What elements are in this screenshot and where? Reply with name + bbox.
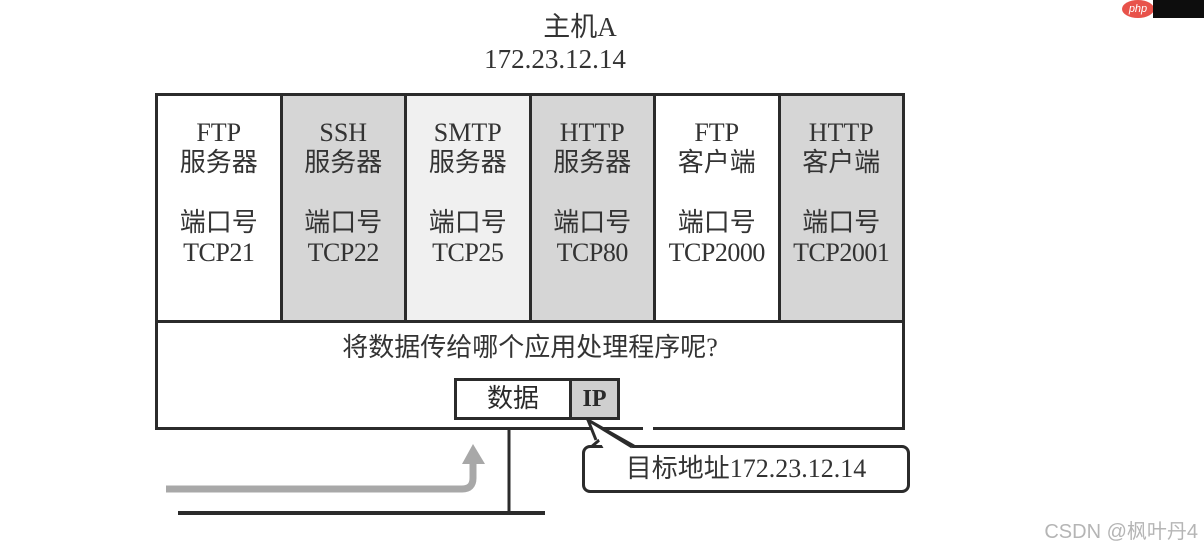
port-label: 端口号 — [304, 208, 383, 237]
app-ftp-client: FTP 客户端 端口号 TCP2000 — [656, 96, 781, 320]
app-name: FTP — [196, 118, 242, 147]
app-role: 服务器 — [428, 148, 507, 177]
port-label: 端口号 — [677, 208, 756, 237]
app-role: 客户端 — [677, 148, 756, 177]
app-http-server: HTTP 服务器 端口号 TCP80 — [531, 96, 656, 320]
badge-dark-bar — [1153, 0, 1204, 18]
port-number: TCP2000 — [668, 238, 766, 267]
host-ip-address: 172.23.12.14 — [484, 44, 626, 74]
app-role: 服务器 — [304, 148, 383, 177]
application-row: FTP 服务器 端口号 TCP21 SSH 服务器 端口号 TCP22 SMTP… — [158, 96, 902, 323]
host-title: 主机A — [543, 12, 617, 42]
watermark: CSDN @枫叶丹4 — [1044, 521, 1198, 543]
callout-pointer — [586, 418, 635, 450]
port-number: TCP21 — [183, 238, 255, 267]
app-http-client: HTTP 客户端 端口号 TCP2001 — [780, 96, 902, 320]
app-smtp-server: SMTP 服务器 端口号 TCP25 — [407, 96, 532, 320]
app-role: 服务器 — [179, 148, 258, 177]
app-role: 服务器 — [553, 148, 632, 177]
app-name: FTP — [694, 118, 740, 147]
port-label: 端口号 — [802, 208, 881, 237]
port-number: TCP25 — [432, 238, 504, 267]
port-label: 端口号 — [553, 208, 632, 237]
arrow-head-icon — [462, 444, 485, 464]
app-ftp-server: FTP 服务器 端口号 TCP21 — [158, 96, 283, 320]
port-label: 端口号 — [428, 208, 507, 237]
app-name: SSH — [319, 118, 368, 147]
destination-address-callout: 目标地址172.23.12.14 — [582, 445, 910, 493]
port-number: TCP2001 — [793, 238, 890, 267]
packet-ip-header: IP — [572, 381, 617, 417]
php-logo-badge: php — [1122, 0, 1154, 18]
dispatch-question: 将数据传给哪个应用处理程序呢? — [342, 333, 718, 362]
app-name: HTTP — [559, 118, 625, 147]
packet: 数据 IP — [454, 378, 620, 420]
packet-data-field: 数据 — [457, 381, 572, 417]
port-number: TCP80 — [556, 238, 629, 267]
port-label: 端口号 — [179, 208, 258, 237]
app-name: SMTP — [433, 118, 502, 147]
port-number: TCP22 — [307, 238, 380, 267]
app-role: 客户端 — [802, 148, 881, 177]
app-ssh-server: SSH 服务器 端口号 TCP22 — [282, 96, 407, 320]
incoming-arrow-icon — [166, 462, 477, 493]
host-box: FTP 服务器 端口号 TCP21 SSH 服务器 端口号 TCP22 SMTP… — [155, 93, 905, 430]
app-name: HTTP — [808, 118, 874, 147]
